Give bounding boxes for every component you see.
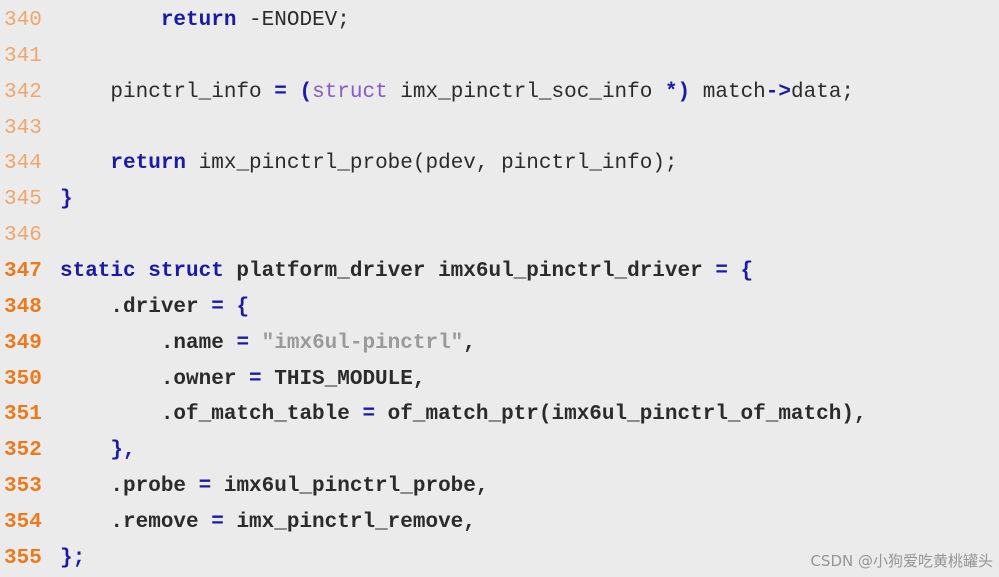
code-token: THIS_MODULE, (261, 367, 426, 391)
code-token: = (362, 403, 376, 427)
code-token: pinctrl_info (60, 80, 275, 104)
code-text: return imx_pinctrl_probe(pdev, pinctrl_i… (56, 146, 678, 182)
line-number: 340 (4, 9, 42, 32)
code-token: platform_driver imx6ul_pinctrl_driver (223, 259, 716, 283)
code-line: 355}; (0, 541, 999, 577)
code-text: return -ENODEV; (56, 3, 350, 39)
code-token: .name (60, 331, 237, 355)
code-token: .probe (60, 475, 199, 499)
code-token: } (60, 188, 73, 212)
code-token: = (236, 331, 250, 355)
code-line: 343 (0, 111, 999, 147)
code-line: 347 static struct platform_driver imx6ul_… (0, 254, 999, 290)
code-text: }; (56, 541, 85, 577)
code-token (60, 9, 161, 32)
code-token: static struct (60, 259, 224, 283)
code-token: = { (715, 259, 754, 283)
line-number: 350 (4, 367, 42, 391)
code-token: data; (791, 80, 855, 104)
line-number: 349 (4, 331, 42, 355)
code-token: .driver (60, 295, 212, 319)
code-line: 340 return -ENODEV; (0, 3, 999, 39)
code-token: return (160, 9, 237, 32)
code-token: -ENODEV; (236, 9, 350, 32)
code-line: 341 (0, 39, 999, 75)
line-number: 353 (4, 475, 42, 499)
code-token: return (110, 152, 187, 176)
line-number: 344 (4, 152, 42, 176)
code-text: pinctrl_info = (struct imx_pinctrl_soc_i… (56, 75, 854, 111)
line-number: 355 (4, 546, 42, 570)
code-token: = (274, 80, 287, 104)
line-number: 346 (4, 224, 42, 248)
code-token: ( (299, 80, 313, 104)
line-number: 351 (4, 403, 42, 427)
code-token: .remove (60, 510, 212, 534)
code-line: 351 .of_match_table = of_match_ptr(imx6u… (0, 397, 999, 433)
code-text: static struct platform_driver imx6ul_pin… (56, 254, 753, 290)
code-line: 349 .name = "imx6ul-pinctrl", (0, 326, 999, 362)
code-text: .name = "imx6ul-pinctrl", (56, 326, 476, 362)
code-token: of_match_ptr(imx6ul_pinctrl_of_match), (375, 403, 867, 427)
code-token: "imx6ul-pinctrl" (261, 331, 464, 355)
code-text: .remove = imx_pinctrl_remove, (56, 505, 476, 541)
code-token: = { (211, 295, 250, 319)
code-line: 346 (0, 218, 999, 254)
line-number: 352 (4, 439, 42, 463)
code-token: .owner (60, 367, 250, 391)
code-token: }, (60, 439, 136, 463)
code-token: imx_pinctrl_remove, (223, 510, 476, 534)
code-line: 350 .owner = THIS_MODULE, (0, 362, 999, 398)
line-number: 345 (4, 188, 42, 212)
line-number: 342 (4, 80, 42, 104)
code-token: }; (60, 546, 86, 570)
code-token: imx_pinctrl_probe(pdev, pinctrl_info); (186, 152, 678, 176)
line-number: 341 (4, 44, 42, 68)
code-line: 352 }, (0, 433, 999, 469)
code-token: , (463, 331, 476, 355)
code-token: struct (312, 80, 388, 104)
code-token: imx6ul_pinctrl_probe, (211, 475, 489, 499)
code-token: = (198, 475, 212, 499)
code-token: .of_match_table (60, 403, 363, 427)
line-number: 343 (4, 116, 42, 140)
code-text: } (56, 182, 73, 218)
line-number: 348 (4, 295, 42, 319)
code-token: = (211, 510, 224, 534)
code-text: .of_match_table = of_match_ptr(imx6ul_pi… (56, 397, 867, 433)
line-number: 347 (4, 259, 42, 283)
code-line: 344 return imx_pinctrl_probe(pdev, pinct… (0, 146, 999, 182)
line-number: 354 (4, 510, 42, 534)
code-text: .driver = { (56, 290, 249, 326)
code-token: match (690, 80, 766, 104)
code-line: 342 pinctrl_info = (struct imx_pinctrl_s… (0, 75, 999, 111)
code-token (287, 81, 300, 104)
code-line: 354 .remove = imx_pinctrl_remove, (0, 505, 999, 541)
code-token (249, 332, 262, 355)
code-token: = (249, 367, 262, 391)
code-text: }, (56, 433, 136, 469)
watermark-text: CSDN @小狗爱吃黄桃罐头 (810, 552, 993, 570)
code-token: imx_pinctrl_soc_info (387, 80, 665, 104)
code-token: -> (765, 80, 792, 104)
code-text: .probe = imx6ul_pinctrl_probe, (56, 469, 488, 505)
code-line: 345} (0, 182, 999, 218)
code-text: .owner = THIS_MODULE, (56, 362, 426, 398)
code-line: 353 .probe = imx6ul_pinctrl_probe, (0, 469, 999, 505)
code-token (60, 152, 110, 175)
code-line: 348 .driver = { (0, 290, 999, 326)
code-token: *) (664, 80, 691, 104)
